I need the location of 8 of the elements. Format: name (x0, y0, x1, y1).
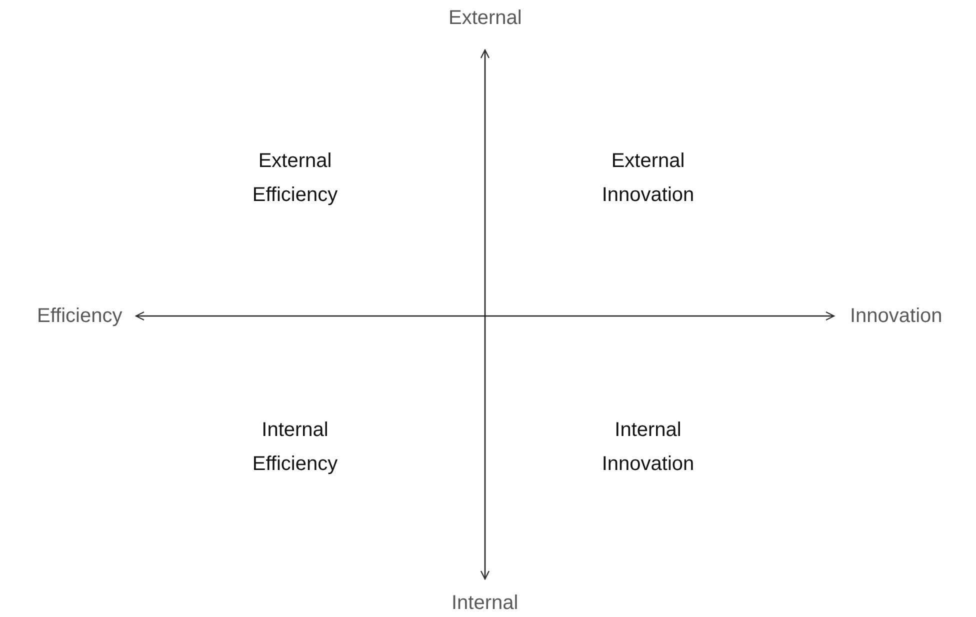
quadrant-label: Internal Innovation (600, 418, 696, 477)
axis-label: Internal (452, 591, 518, 616)
axis-label: External (448, 6, 522, 31)
axis-label: Efficiency (37, 304, 122, 329)
quadrant-label: External Efficiency (251, 149, 339, 208)
quadrant-label: External Innovation (600, 149, 696, 208)
axis-label: Innovation (850, 304, 942, 329)
quadrant-label: Internal Efficiency (251, 418, 339, 477)
